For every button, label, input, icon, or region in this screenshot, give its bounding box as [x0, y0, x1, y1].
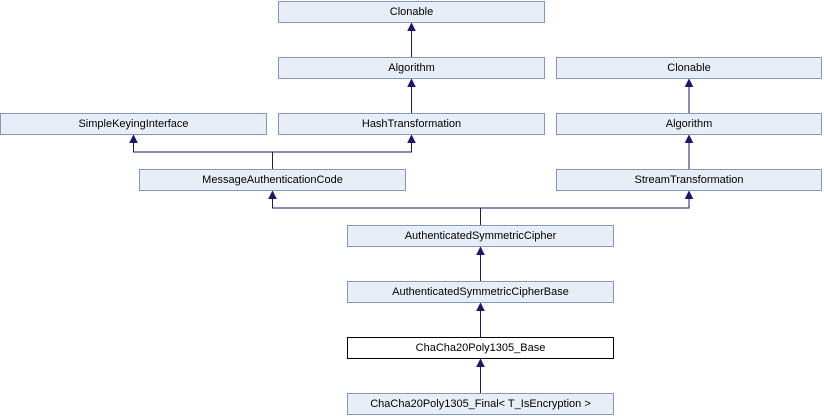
class-node-label: HashTransformation: [361, 117, 462, 130]
class-node-label: MessageAuthenticationCode: [202, 173, 343, 186]
arrowhead-hash-transformation-to-algorithm-mid: [407, 78, 416, 87]
class-node-label: ChaCha20Poly1305_Base: [415, 341, 546, 354]
class-node-label: SimpleKeyingInterface: [78, 117, 189, 130]
class-node-simple-keying-interface[interactable]: SimpleKeyingInterface: [0, 113, 267, 135]
class-node-clonable-right[interactable]: Clonable: [556, 57, 822, 79]
arrowhead-mac-to-simple-keying-interface: [129, 134, 138, 143]
arrowhead-chacha-final-to-chacha-base: [476, 358, 485, 367]
class-node-stream-transformation[interactable]: StreamTransformation: [556, 169, 822, 191]
arrowhead-stream-transformation-to-algorithm-right: [684, 134, 694, 143]
class-node-label: AuthenticatedSymmetricCipherBase: [392, 285, 569, 298]
class-node-label: Algorithm: [665, 117, 713, 130]
arrowhead-algorithm-mid-to-clonable-top: [407, 22, 416, 31]
class-node-chacha20poly1305-base: ChaCha20Poly1305_Base: [347, 337, 614, 359]
class-node-label: Clonable: [389, 5, 434, 18]
class-node-label: StreamTransformation: [634, 173, 744, 186]
class-node-message-authentication-code[interactable]: MessageAuthenticationCode: [139, 169, 406, 191]
edge-mac-to-simple-keying-interface: [133, 135, 273, 169]
class-node-algorithm-right[interactable]: Algorithm: [556, 113, 822, 135]
class-node-label: Algorithm: [388, 61, 435, 74]
class-node-hash-transformation[interactable]: HashTransformation: [278, 113, 545, 135]
class-node-algorithm-mid[interactable]: Algorithm: [278, 57, 545, 79]
class-node-chacha20poly1305-final[interactable]: ChaCha20Poly1305_Final< T_IsEncryption >: [347, 393, 614, 415]
arrowhead-mac-to-hash-transformation: [407, 134, 416, 143]
edge-mac-to-hash-transformation: [272, 135, 412, 153]
arrowhead-asc-to-message-authentication-code: [268, 190, 277, 199]
class-node-label: Clonable: [667, 61, 711, 74]
edge-asc-to-message-authentication-code: [272, 191, 481, 225]
arrowhead-asc-base-to-authenticated-symmetric-cipher: [476, 246, 485, 255]
class-node-authenticated-symmetric-cipher[interactable]: AuthenticatedSymmetricCipher: [347, 225, 614, 247]
class-node-label: ChaCha20Poly1305_Final< T_IsEncryption >: [370, 397, 591, 410]
class-node-authenticated-symmetric-cipher-base[interactable]: AuthenticatedSymmetricCipherBase: [347, 281, 614, 303]
class-node-label: AuthenticatedSymmetricCipher: [404, 229, 557, 242]
class-node-clonable-top[interactable]: Clonable: [278, 1, 545, 23]
edge-asc-to-stream-transformation: [480, 191, 690, 209]
arrowhead-asc-to-stream-transformation: [684, 190, 694, 199]
arrowhead-chacha-base-to-asc-base: [476, 302, 485, 311]
arrowhead-algorithm-right-to-clonable-right: [684, 78, 694, 87]
